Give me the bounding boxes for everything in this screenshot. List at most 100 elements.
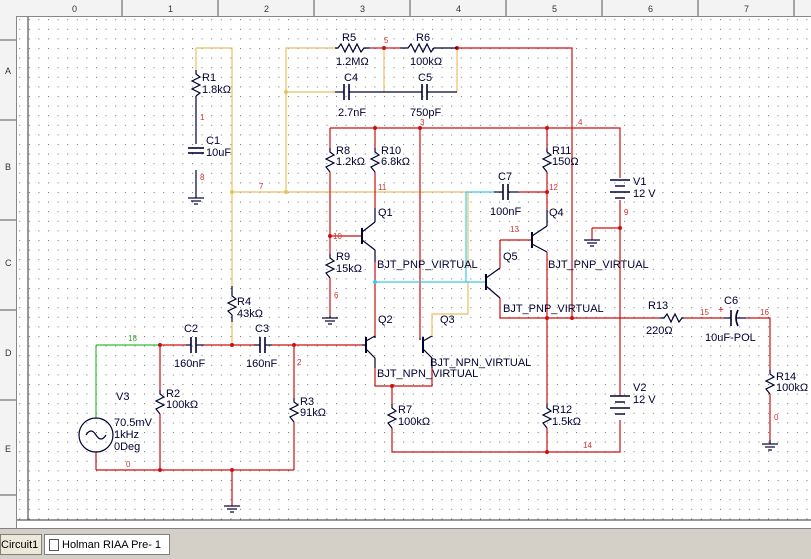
node-13: 13 xyxy=(510,225,519,234)
c7-name: C7 xyxy=(498,171,512,183)
c4-value: 2.7nF xyxy=(338,107,366,119)
ruler-row-a: A xyxy=(5,66,11,76)
v1-value: 12 V xyxy=(633,188,656,200)
node-6: 6 xyxy=(334,291,339,300)
wires xyxy=(95,47,771,506)
r9-value: 15kΩ xyxy=(336,263,362,275)
r10-value: 6.8kΩ xyxy=(381,156,410,168)
node-11: 11 xyxy=(378,183,387,192)
horizontal-ruler xyxy=(0,0,811,17)
r5-value: 1.2MΩ xyxy=(336,56,369,68)
q1-model: BJT_PNP_VIRTUAL xyxy=(377,259,478,271)
sheet-tab-bar: Circuit1 Holman RIAA Pre- 1 xyxy=(0,528,811,559)
junctions xyxy=(158,46,622,472)
ruler-col-1: 1 xyxy=(168,4,173,14)
r11-name: R11 xyxy=(552,145,571,157)
r12-name: R12 xyxy=(552,404,572,416)
ruler-ticks xyxy=(0,0,795,496)
q3-model: BJT_NPN_VIRTUAL xyxy=(430,357,531,369)
v1-name: V1 xyxy=(633,176,646,188)
ruler-col-6: 6 xyxy=(648,4,653,14)
v3-amp: 70.5mV xyxy=(114,417,153,429)
ac-source-symbol xyxy=(78,417,114,453)
node-8: 8 xyxy=(200,173,205,182)
node-2: 2 xyxy=(297,358,302,367)
schematic-canvas[interactable]: 0 1 2 3 4 5 6 7 A B C D E xyxy=(0,0,811,528)
r8-name: R8 xyxy=(336,145,350,157)
q2-model: BJT_NPN_VIRTUAL xyxy=(377,368,478,380)
ruler-row-e: E xyxy=(5,444,11,454)
ruler-row-d: D xyxy=(5,348,12,358)
node-18: 18 xyxy=(128,334,137,343)
r1-value: 1.8kΩ xyxy=(202,84,231,96)
q4-name: Q4 xyxy=(549,207,564,219)
q5-model: BJT_PNP_VIRTUAL xyxy=(503,303,604,315)
r3-value: 91kΩ xyxy=(300,407,326,419)
r5-name: R5 xyxy=(342,32,356,44)
grid xyxy=(17,17,811,528)
c4-name: C4 xyxy=(344,72,358,84)
node-10: 10 xyxy=(333,232,342,241)
tab-label: Holman RIAA Pre- 1 xyxy=(62,539,162,551)
q5-name: Q5 xyxy=(503,251,518,263)
r13-name: R13 xyxy=(648,300,668,312)
tab-holman-riaa[interactable]: Holman RIAA Pre- 1 xyxy=(44,534,170,555)
r12-value: 1.5kΩ xyxy=(552,416,581,428)
c1-name: C1 xyxy=(206,135,220,147)
node-0b: 0 xyxy=(774,413,779,422)
r2-value: 100kΩ xyxy=(166,399,198,411)
v3-freq: 1kHz xyxy=(114,429,139,441)
tab-label: Circuit1 xyxy=(1,539,39,551)
ruler-row-b: B xyxy=(5,162,11,172)
r4-value: 43kΩ xyxy=(237,308,263,320)
node-labels: 1 2 3 4 5 6 7 8 9 10 11 12 13 14 15 16 1… xyxy=(126,36,779,469)
polarity-plus: + xyxy=(718,305,724,316)
ruler-col-0: 0 xyxy=(72,4,77,14)
ruler-col-5: 5 xyxy=(552,4,557,14)
resistor-symbols xyxy=(154,42,776,429)
q3-name: Q3 xyxy=(440,314,455,326)
node-4: 4 xyxy=(578,118,583,127)
c3-value: 160nF xyxy=(246,358,277,370)
ruler-col-3: 3 xyxy=(360,4,365,14)
c7-value: 100nF xyxy=(490,206,521,218)
ground-symbols xyxy=(188,197,778,513)
node-14: 14 xyxy=(583,441,592,450)
node-3: 3 xyxy=(420,118,425,127)
r6-value: 100kΩ xyxy=(410,56,442,68)
node-7: 7 xyxy=(259,182,264,191)
r8-value: 1.2kΩ xyxy=(336,156,365,168)
tab-circuit1[interactable]: Circuit1 xyxy=(0,534,42,555)
r2-name: R2 xyxy=(166,388,180,400)
node-16: 16 xyxy=(760,308,769,317)
r11-value: 150Ω xyxy=(552,156,579,168)
ruler-row-c: C xyxy=(5,258,12,268)
node-0a: 0 xyxy=(126,460,131,469)
r6-name: R6 xyxy=(416,32,430,44)
c3-name: C3 xyxy=(255,323,269,335)
c6-name: C6 xyxy=(724,295,738,307)
v3-phase: 0Deg xyxy=(114,441,140,453)
r13-value: 220Ω xyxy=(646,325,673,337)
r7-name: R7 xyxy=(398,404,412,416)
node-5: 5 xyxy=(384,36,389,45)
node-1: 1 xyxy=(200,113,205,122)
ruler-col-4: 4 xyxy=(456,4,461,14)
r7-value: 100kΩ xyxy=(398,416,430,428)
r3-name: R3 xyxy=(300,396,314,408)
c6-value: 10uF-POL xyxy=(705,332,756,344)
q2-name: Q2 xyxy=(378,314,393,326)
r14-name: R14 xyxy=(776,371,796,383)
v3-name: V3 xyxy=(116,391,129,403)
r1-name: R1 xyxy=(202,72,216,84)
c2-name: C2 xyxy=(184,323,198,335)
node-12: 12 xyxy=(549,183,558,192)
v2-value: 12 V xyxy=(633,394,656,406)
c1-value: 10uF xyxy=(206,147,231,159)
component-labels: R1 1.8kΩ C1 10uF R5 1.2MΩ R6 100kΩ C4 2.… xyxy=(114,32,808,453)
c2-value: 160nF xyxy=(174,358,205,370)
node-9: 9 xyxy=(624,208,629,217)
node-15: 15 xyxy=(700,308,709,317)
c5-name: C5 xyxy=(418,72,432,84)
transistor-symbols xyxy=(361,208,548,368)
